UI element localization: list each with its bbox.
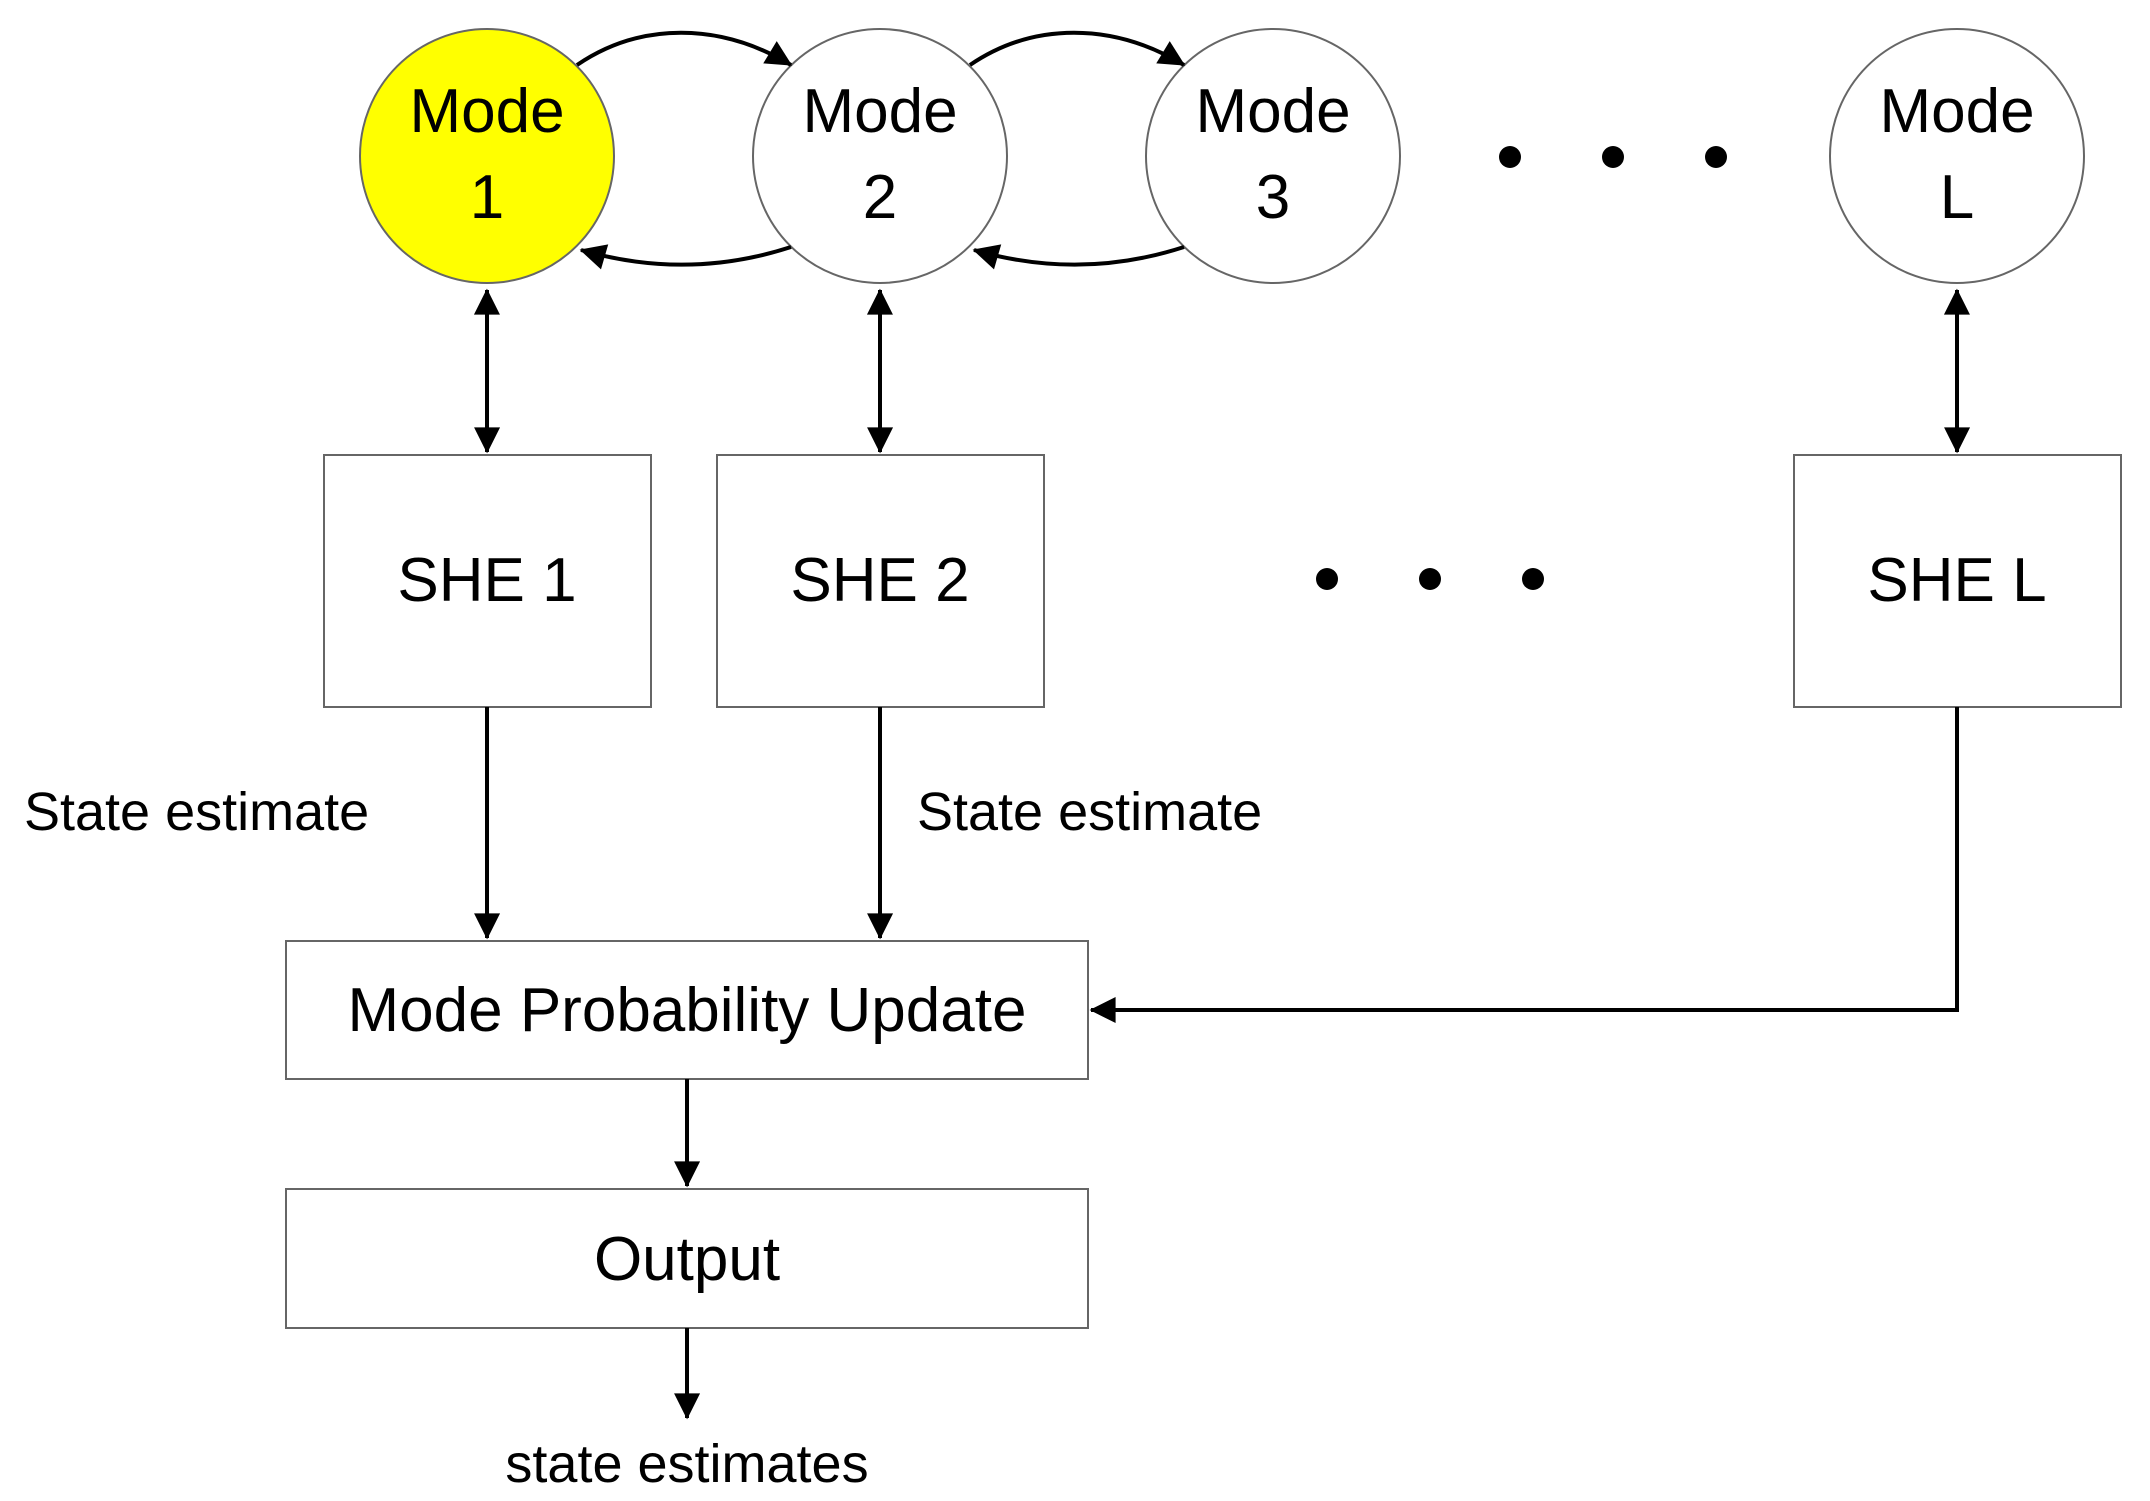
mode-3-line1: Mode [1195, 77, 1350, 146]
update-label: Mode Probability Update [348, 976, 1027, 1045]
update-rect [285, 940, 1089, 1080]
she-ellipsis [1316, 568, 1544, 590]
transition-mode1-to-mode2 [575, 30, 793, 67]
ellipsis-dot [1602, 146, 1624, 168]
mode-3-line2: 3 [1256, 163, 1290, 232]
output-rect [285, 1188, 1089, 1329]
she-1-label: SHE 1 [397, 546, 576, 615]
she-1-rect [323, 454, 652, 708]
she-2-rect [716, 454, 1045, 708]
mode-ellipsis [1499, 146, 1727, 168]
mode-L-circle [1829, 28, 2085, 284]
mode-node-L: Mode L [1829, 28, 2085, 284]
arrow-sheL-to-update [1089, 707, 1959, 1024]
ellipsis-dot [1419, 568, 1441, 590]
mode-node-3: Mode 3 [1145, 28, 1401, 284]
mode-2-circle [752, 28, 1008, 284]
mode-2-line1: Mode [802, 77, 957, 146]
she-2-label: SHE 2 [790, 546, 969, 615]
mode-L-line1: Mode [1879, 77, 2034, 146]
she-box-L: SHE L [1793, 454, 2122, 708]
mode-3-circle [1145, 28, 1401, 284]
ellipsis-dot [1522, 568, 1544, 590]
mode-L-line2: L [1940, 163, 1974, 232]
mode-1-circle [359, 28, 615, 284]
output-box: Output [285, 1188, 1089, 1329]
ellipsis-dot [1499, 146, 1521, 168]
state-estimates-label: state estimates [505, 1434, 868, 1494]
transition-mode2-to-mode1 [579, 244, 792, 270]
mode-node-1: Mode 1 [359, 28, 615, 284]
she-box-1: SHE 1 [323, 454, 652, 708]
transition-mode2-to-mode3 [968, 30, 1186, 67]
transition-mode3-to-mode2 [972, 244, 1185, 270]
mode-node-2: Mode 2 [752, 28, 1008, 284]
output-label: Output [594, 1225, 780, 1294]
state-estimate-label-left: State estimate [24, 782, 369, 842]
state-estimate-label-middle: State estimate [917, 782, 1262, 842]
she-L-label: SHE L [1867, 546, 2046, 615]
ellipsis-dot [1705, 146, 1727, 168]
mode-1-line2: 1 [470, 163, 504, 232]
mode-1-line1: Mode [409, 77, 564, 146]
mode-probability-update-box: Mode Probability Update [285, 940, 1089, 1080]
ellipsis-dot [1316, 568, 1338, 590]
she-box-2: SHE 2 [716, 454, 1045, 708]
she-L-rect [1793, 454, 2122, 708]
mode-2-line2: 2 [863, 163, 897, 232]
